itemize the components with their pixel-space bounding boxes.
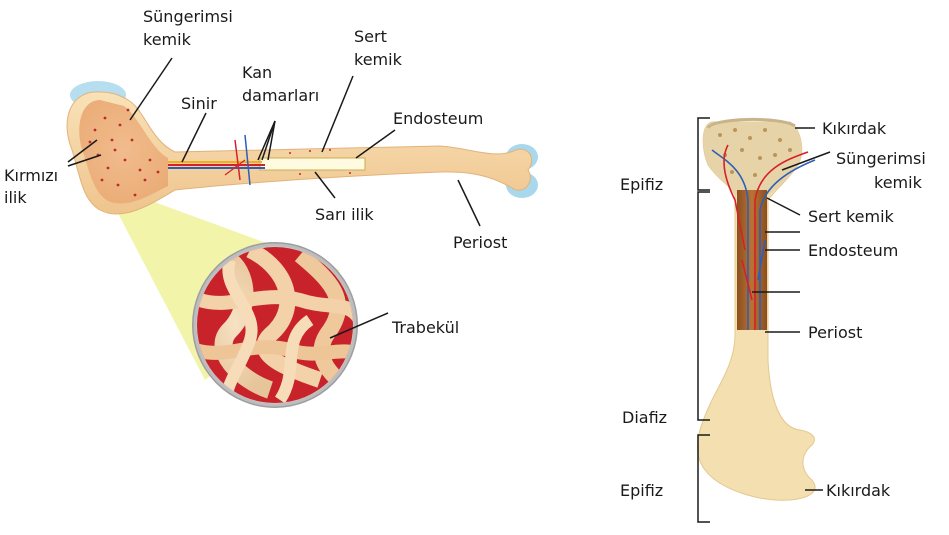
label-endosteum: Endosteum (393, 109, 483, 128)
label-compact-bone-1: Sert (354, 27, 387, 46)
label-epiphysis-top: Epifiz (620, 175, 663, 194)
diaphysis-shaft (737, 190, 767, 330)
label-nerve: Sinir (181, 94, 217, 113)
label-red-marrow-1: Kırmızı (4, 166, 58, 185)
label-spongy-bone-1: Süngerimsi (143, 7, 233, 26)
long-bone-vertical (697, 119, 815, 500)
label-spongy-bone-right-2: kemik (874, 173, 923, 192)
epiphysis-top-spongy (703, 122, 801, 195)
label-compact-bone-right: Sert kemik (808, 207, 895, 226)
label-cartilage-bottom: Kıkırdak (826, 481, 891, 500)
label-spongy-bone-right-1: Süngerimsi (836, 149, 926, 168)
label-yellow-marrow: Sarı ilik (315, 205, 374, 224)
label-periosteum-right: Periost (808, 323, 862, 342)
label-compact-bone-2: kemik (354, 50, 403, 69)
label-cartilage-top: Kıkırdak (822, 119, 887, 138)
label-blood-vessels-1: Kan (242, 63, 272, 82)
label-epiphysis-bottom: Epifiz (620, 481, 663, 500)
label-red-marrow-2: ilik (4, 188, 27, 207)
label-blood-vessels-2: damarları (242, 86, 319, 105)
label-spongy-bone-2: kemik (143, 30, 192, 49)
yellow-marrow-cavity (260, 158, 365, 170)
label-endosteum-right: Endosteum (808, 241, 898, 260)
label-diaphysis: Diafiz (622, 408, 667, 427)
label-trabecula: Trabekül (391, 318, 459, 337)
label-periosteum: Periost (453, 233, 507, 252)
